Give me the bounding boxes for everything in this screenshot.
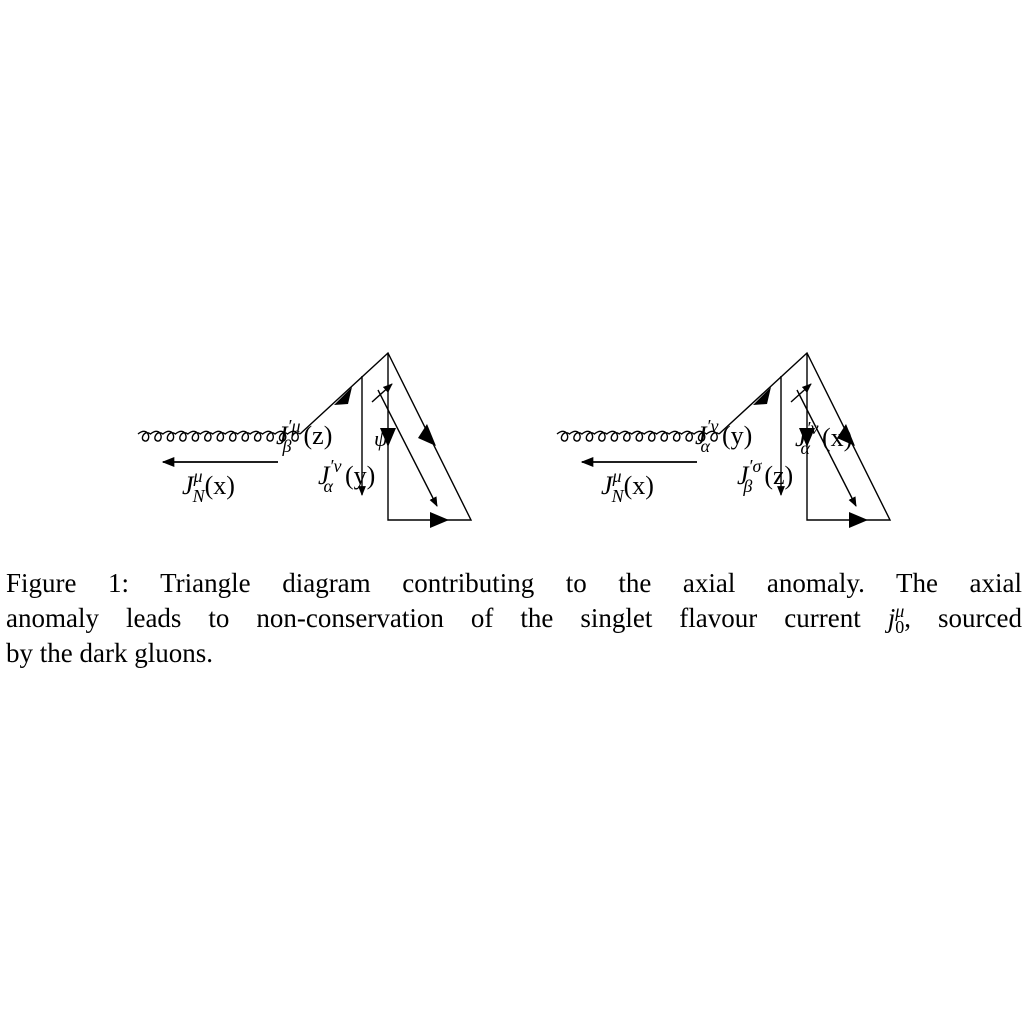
- singlet-current-symbol: j: [887, 603, 896, 633]
- singlet-current-sup: μ: [895, 601, 905, 621]
- caption-line-1: Figure 1: Triangle diagram contributing …: [6, 568, 1022, 598]
- psi-label: ψ: [374, 426, 388, 451]
- fermion-arrowhead: [430, 512, 449, 528]
- fermion-arrowhead: [418, 424, 436, 446]
- inner-arrow-upright: [371, 383, 393, 403]
- fermion-arrowhead: [753, 387, 771, 405]
- inner-arrow-upright: [790, 383, 812, 403]
- singlet-current-sub: 0: [895, 617, 905, 638]
- gluon-line: [137, 430, 301, 442]
- caption-line-3: by the dark gluons.: [6, 638, 213, 668]
- fermion-loop-outer: [299, 351, 473, 521]
- caption-line-2: anomaly leads to non-conservation of the…: [6, 601, 1022, 636]
- figure-caption: Figure 1: Triangle diagram contributing …: [6, 566, 1022, 671]
- fermion-arrowhead: [837, 424, 855, 446]
- fermion-loop-outer: [718, 351, 892, 521]
- fermion-arrowhead: [334, 387, 352, 405]
- fermion-arrowhead: [799, 428, 815, 447]
- fermion-arrowhead: [380, 428, 396, 447]
- fermion-arrowhead: [849, 512, 868, 528]
- caption-line-2-end: , sourced: [904, 603, 1022, 633]
- inner-arrow-diag: [377, 389, 438, 507]
- caption-line-2-text: anomaly leads to non-conservation of the…: [6, 603, 888, 633]
- gluon-line: [556, 430, 720, 442]
- inner-arrow-diag: [796, 389, 857, 507]
